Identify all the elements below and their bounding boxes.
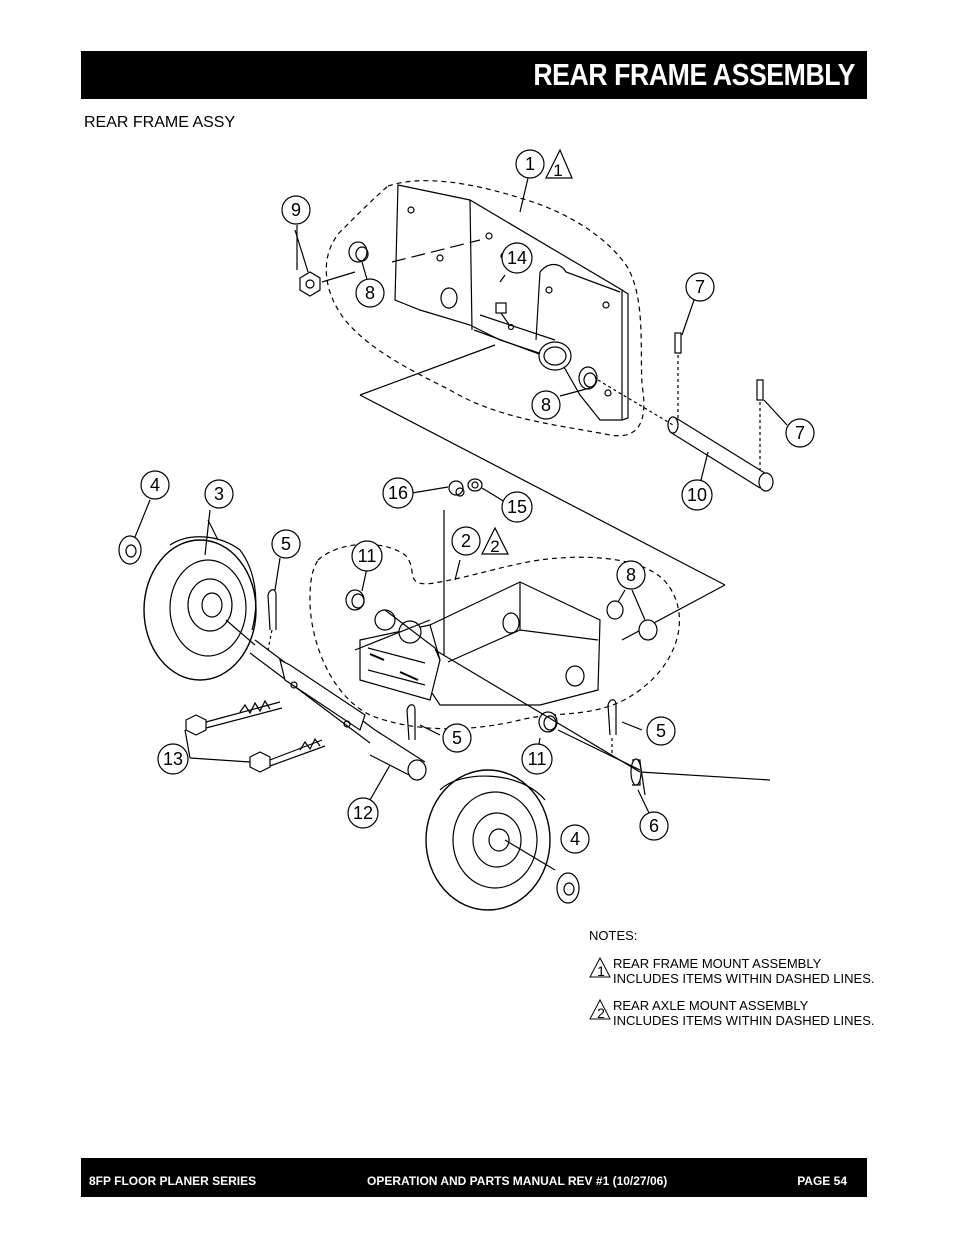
hex-nut	[294, 229, 321, 297]
callout-10: 10	[681, 479, 713, 511]
cotter-pin-right	[607, 699, 643, 755]
axle-pin	[597, 379, 774, 492]
callout-4-lower: 4	[560, 824, 590, 854]
footer-page-number: PAGE 54	[797, 1174, 847, 1188]
header-bar: REAR FRAME ASSEMBLY	[81, 51, 867, 99]
svg-text:8: 8	[541, 395, 551, 415]
svg-text:15: 15	[507, 497, 527, 517]
svg-text:14: 14	[507, 248, 527, 268]
callout-7-lower: 7	[785, 418, 815, 448]
bushing-right	[578, 366, 598, 390]
washer-upper	[118, 499, 151, 565]
axle-tube	[249, 619, 431, 801]
svg-text:10: 10	[687, 485, 707, 505]
svg-text:5: 5	[656, 721, 666, 741]
callout-3: 3	[204, 479, 234, 509]
svg-text:11: 11	[358, 546, 377, 566]
svg-text:8: 8	[626, 565, 636, 585]
callout-5-right: 5	[646, 716, 676, 746]
svg-text:7: 7	[795, 423, 805, 443]
callout-5-mid: 5	[442, 723, 472, 753]
lock-nut	[467, 478, 506, 503]
svg-text:4: 4	[150, 475, 160, 495]
note-1-line-2: INCLUDES ITEMS WITHIN DASHED LINES.	[613, 971, 875, 986]
callout-8-lower: 8	[616, 560, 646, 590]
bolt-upper	[185, 699, 283, 736]
footer-bar: 8FP FLOOR PLANER SERIES OPERATION AND PA…	[81, 1158, 867, 1197]
bushing-lower-right	[606, 589, 658, 641]
dashed-boundary-2	[309, 543, 681, 730]
callout-13: 13	[157, 743, 189, 775]
callout-7-upper: 7	[685, 272, 715, 302]
svg-text:2: 2	[597, 1005, 605, 1020]
svg-text:5: 5	[281, 534, 291, 554]
callout-4-upper: 4	[140, 470, 170, 500]
svg-text:1: 1	[525, 154, 535, 174]
callout-11-lower: 11	[521, 743, 553, 775]
frame-tube	[473, 314, 572, 371]
svg-text:11: 11	[528, 749, 547, 769]
svg-text:6: 6	[649, 816, 659, 836]
callout-16: 16	[382, 477, 414, 509]
bushing-lower-left	[345, 567, 368, 611]
callout-2: 2	[451, 526, 481, 556]
notes-heading: NOTES:	[589, 928, 638, 943]
svg-text:2: 2	[490, 537, 499, 556]
callout-5-upper: 5	[271, 529, 301, 559]
svg-text:1: 1	[553, 161, 562, 180]
svg-text:1: 1	[597, 963, 605, 978]
clevis-pin	[630, 758, 771, 816]
callout-6: 6	[639, 811, 669, 841]
diagram-subtitle: REAR FRAME ASSY	[84, 114, 236, 131]
bolt-lower	[249, 737, 326, 773]
cotter-pin-mid	[406, 704, 441, 741]
roll-pin-right	[756, 379, 788, 470]
svg-text:7: 7	[695, 277, 705, 297]
washer-lower	[556, 872, 580, 904]
callout-9: 9	[281, 195, 311, 225]
svg-text:2: 2	[461, 531, 471, 551]
callout-8-right: 8	[531, 390, 561, 420]
svg-text:3: 3	[214, 484, 224, 504]
washer-nut	[411, 480, 465, 497]
assembly-marker-1: 1	[545, 148, 573, 180]
svg-text:5: 5	[452, 728, 462, 748]
cotter-pin-upper	[267, 557, 281, 651]
wheel-left	[143, 519, 257, 681]
wheel-right	[425, 769, 551, 911]
grease-fitting	[495, 302, 515, 331]
callout-12: 12	[347, 797, 379, 829]
svg-text:12: 12	[353, 803, 373, 823]
assembly-marker-2: 2	[481, 526, 509, 556]
bushing-upper	[348, 241, 369, 284]
callout-1: 1	[515, 149, 545, 179]
footer-manual-revision: OPERATION AND PARTS MANUAL REV #1 (10/27…	[367, 1174, 668, 1188]
roll-pin-left	[674, 299, 695, 418]
note-2-line-1: REAR AXLE MOUNT ASSEMBLY	[613, 998, 809, 1013]
svg-text:4: 4	[570, 829, 580, 849]
dashed-boundary-1	[325, 180, 645, 437]
svg-text:13: 13	[163, 749, 183, 769]
clevis-block	[359, 609, 441, 701]
callout-8-upper: 8	[355, 278, 385, 308]
warning-triangle-icon: 2	[589, 998, 611, 1020]
footer-series: 8FP FLOOR PLANER SERIES	[89, 1174, 257, 1188]
warning-triangle-icon: 1	[589, 956, 611, 978]
svg-text:9: 9	[291, 200, 301, 220]
note-1-line-1: REAR FRAME MOUNT ASSEMBLY	[613, 956, 822, 971]
callout-11-upper: 11	[351, 540, 383, 572]
page-title: REAR FRAME ASSEMBLY	[533, 57, 855, 92]
callout-14: 14	[501, 242, 533, 274]
note-2-line-2: INCLUDES ITEMS WITHIN DASHED LINES.	[613, 1013, 875, 1028]
callout-15: 15	[501, 491, 533, 523]
axle-mount-bracket	[429, 581, 601, 706]
svg-text:8: 8	[365, 283, 375, 303]
svg-text:16: 16	[388, 483, 408, 503]
